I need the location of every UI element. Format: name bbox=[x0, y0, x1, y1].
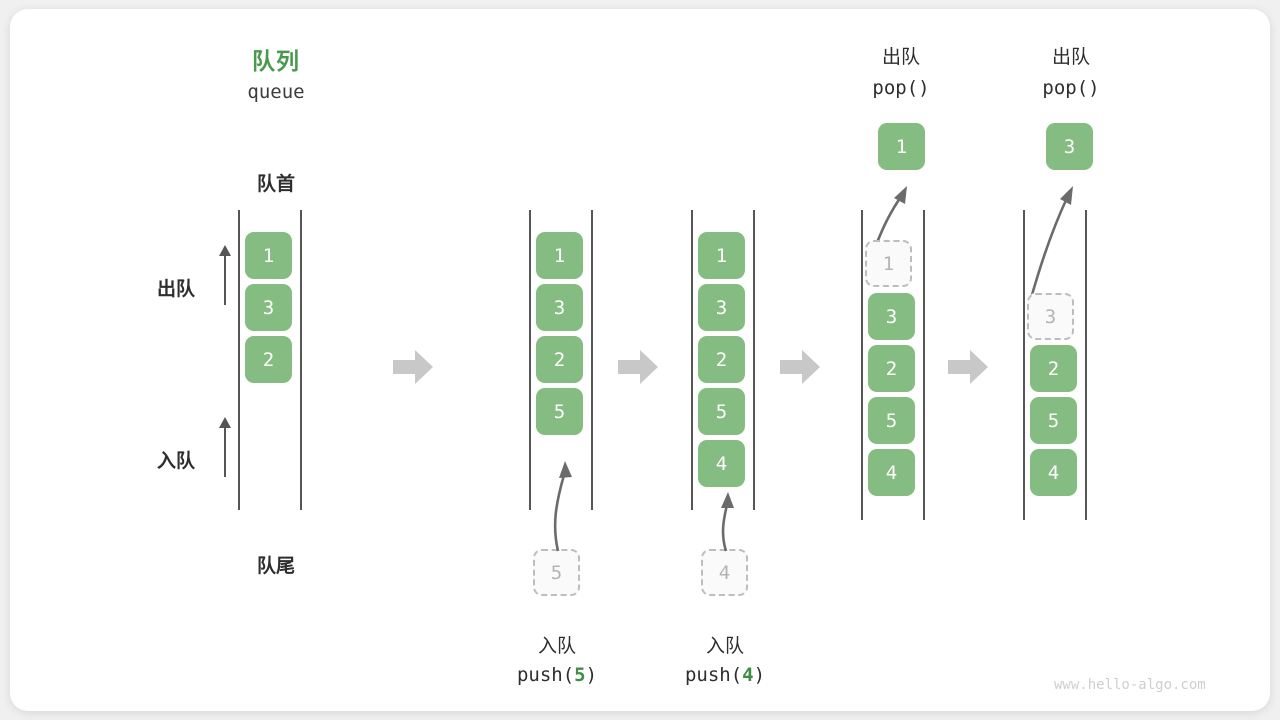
queue-node-ghost: 3 bbox=[1027, 293, 1074, 340]
incoming-ghost-node: 4 bbox=[701, 549, 748, 596]
col5-rail-right bbox=[1085, 210, 1087, 520]
col3-op-label-code: push(4) bbox=[650, 664, 800, 686]
enqueue-side-label: 入队 bbox=[157, 451, 196, 472]
queue-node: 5 bbox=[1030, 397, 1077, 444]
queue-node: 3 bbox=[245, 284, 292, 331]
col2-rail-right bbox=[591, 210, 593, 510]
queue-node: 5 bbox=[868, 397, 915, 444]
dequeue-up-arrow-icon bbox=[218, 245, 232, 305]
diagram-card: 队列 queue 队首 队尾 出队 入队 1 3 2 1 3 2 5 5 入队 … bbox=[10, 9, 1270, 711]
col5-rail-left bbox=[1023, 210, 1025, 520]
col4-rail-left bbox=[861, 210, 863, 520]
col2-op-label-cn: 入队 bbox=[537, 636, 576, 657]
queue-node: 2 bbox=[1030, 345, 1077, 392]
queue-node: 2 bbox=[868, 345, 915, 392]
col2-code-prefix: push( bbox=[516, 664, 575, 686]
dequeue-side-label: 出队 bbox=[157, 279, 196, 300]
diagram-title-cn: 队列 bbox=[252, 48, 300, 74]
queue-node: 3 bbox=[698, 284, 745, 331]
incoming-ghost-node: 5 bbox=[533, 549, 580, 596]
enqueue-up-arrow-icon bbox=[218, 417, 232, 477]
queue-node: 2 bbox=[698, 336, 745, 383]
popped-node: 1 bbox=[878, 123, 925, 170]
col3-rail-left bbox=[691, 210, 693, 510]
queue-node: 5 bbox=[536, 388, 583, 435]
watermark: www.hello-algo.com bbox=[1054, 677, 1206, 693]
col1-rail-left bbox=[238, 210, 240, 510]
col1-rail-right bbox=[300, 210, 302, 510]
queue-node: 1 bbox=[698, 232, 745, 279]
col5-op-label-cn: 出队 bbox=[1051, 47, 1090, 68]
queue-node: 2 bbox=[536, 336, 583, 383]
col2-code-suffix: ) bbox=[585, 664, 598, 686]
queue-node: 1 bbox=[245, 232, 292, 279]
queue-node: 4 bbox=[1030, 449, 1077, 496]
col2-code-arg: 5 bbox=[574, 664, 586, 686]
col4-op-label-code: pop() bbox=[872, 77, 930, 99]
queue-node: 2 bbox=[245, 336, 292, 383]
col3-code-prefix: push( bbox=[684, 664, 743, 686]
queue-node: 3 bbox=[536, 284, 583, 331]
popped-node: 3 bbox=[1046, 123, 1093, 170]
col3-rail-right bbox=[753, 210, 755, 510]
step-arrow-icon bbox=[780, 350, 820, 384]
step-arrow-icon bbox=[948, 350, 988, 384]
push-arrow-icon bbox=[721, 492, 734, 552]
col3-code-arg: 4 bbox=[742, 664, 754, 686]
col2-op-label-code: push(5) bbox=[482, 664, 632, 686]
queue-node: 1 bbox=[536, 232, 583, 279]
step-arrow-icon bbox=[393, 350, 433, 384]
col2-rail-left bbox=[529, 210, 531, 510]
col5-op-label-code: pop() bbox=[1042, 77, 1100, 99]
push-arrow-icon bbox=[553, 461, 572, 552]
diagram-title-en: queue bbox=[247, 81, 305, 103]
queue-node: 4 bbox=[868, 449, 915, 496]
queue-node: 3 bbox=[868, 293, 915, 340]
queue-node: 5 bbox=[698, 388, 745, 435]
step-arrow-icon bbox=[618, 350, 658, 384]
col3-op-label-cn: 入队 bbox=[705, 636, 744, 657]
pop-arrow-icon bbox=[1028, 186, 1073, 303]
queue-node: 4 bbox=[698, 440, 745, 487]
col4-rail-right bbox=[923, 210, 925, 520]
col4-op-label-cn: 出队 bbox=[881, 47, 920, 68]
queue-node-ghost: 1 bbox=[865, 240, 912, 287]
col3-code-suffix: ) bbox=[753, 664, 766, 686]
rear-label: 队尾 bbox=[256, 556, 295, 577]
front-label: 队首 bbox=[256, 174, 295, 195]
